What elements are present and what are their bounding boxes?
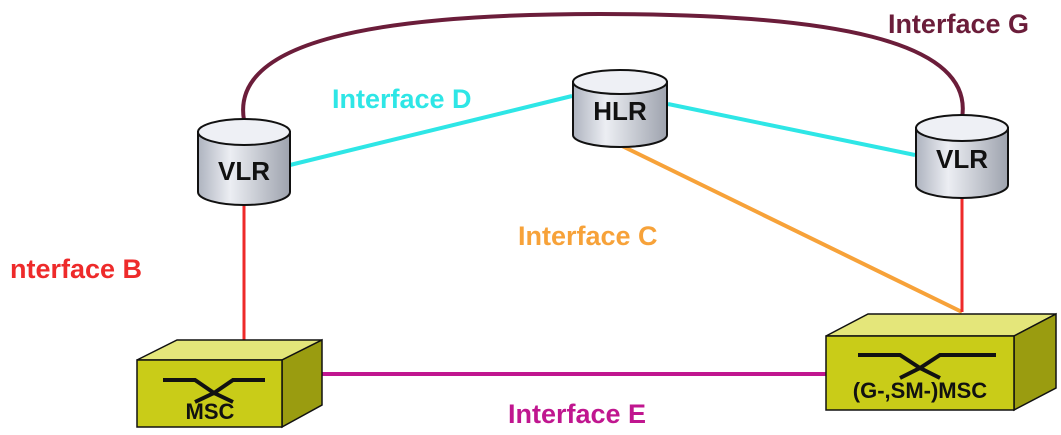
msc-right-label: (G-,SM-)MSC bbox=[853, 378, 988, 403]
interface-g-label: Interface G bbox=[888, 9, 1029, 39]
msc-left-label: MSC bbox=[186, 399, 235, 424]
vlr-left-label: VLR bbox=[218, 156, 270, 186]
hlr-label: HLR bbox=[593, 96, 647, 126]
interface-e-label: Interface E bbox=[508, 399, 646, 429]
interface-c-link bbox=[619, 143, 963, 314]
hlr-database-icon bbox=[572, 69, 668, 148]
interface-d-link-left bbox=[289, 94, 573, 167]
msc-left-switch-icon bbox=[136, 338, 323, 429]
interface-c-label: Interface C bbox=[518, 221, 658, 251]
vlr-right-database-icon bbox=[915, 114, 1009, 199]
interface-g-link bbox=[241, 11, 965, 121]
vlr-right-label: VLR bbox=[936, 144, 988, 174]
interface-d-link-right bbox=[667, 102, 916, 157]
vlr-left-database-icon bbox=[197, 118, 291, 206]
interface-b-label: nterface B bbox=[10, 254, 142, 284]
interface-d-label: Interface D bbox=[332, 84, 472, 114]
msc-right-switch-icon bbox=[825, 312, 1057, 412]
